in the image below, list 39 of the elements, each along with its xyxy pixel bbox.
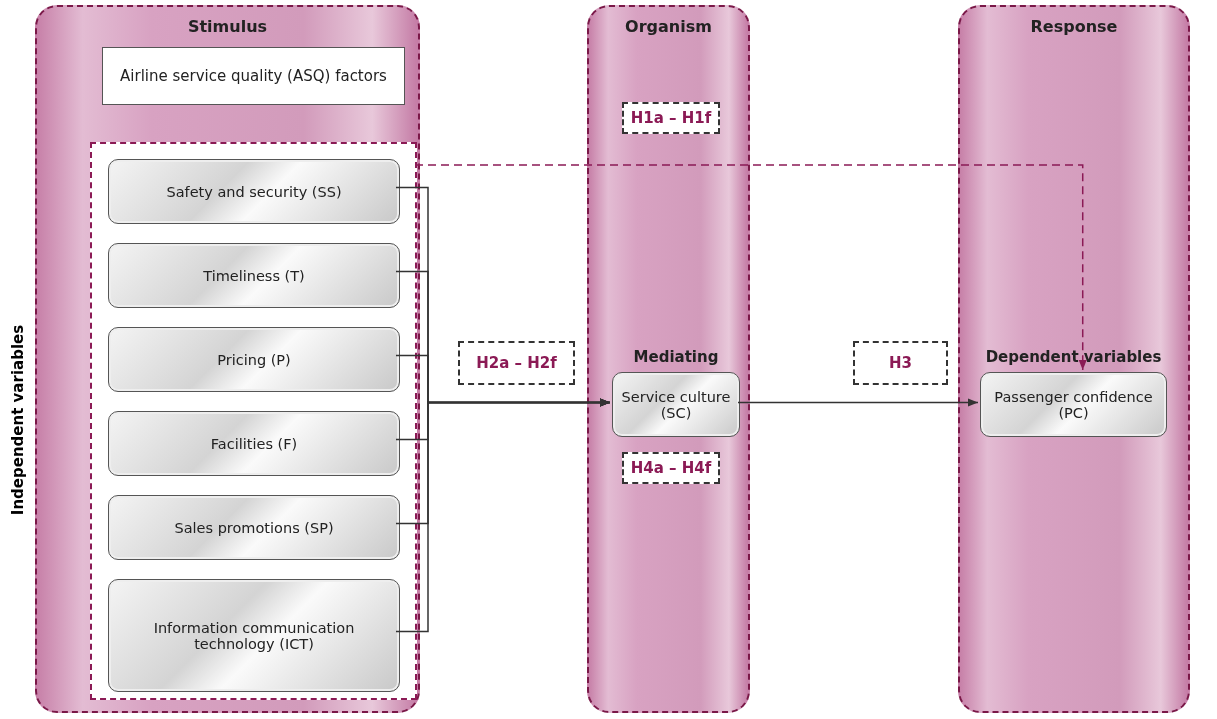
node-label: Facilities (F) bbox=[210, 435, 298, 452]
node-label: Pricing (P) bbox=[217, 351, 291, 368]
hypothesis-label: H3 bbox=[889, 354, 912, 372]
hypothesis-label: H2a – H2f bbox=[476, 354, 557, 372]
node-label: Airline service quality (ASQ) factors bbox=[120, 67, 387, 85]
hypothesis-label: H1a – H1f bbox=[630, 109, 712, 127]
node-label: Sales promotions (SP) bbox=[174, 519, 334, 536]
column-panel bbox=[35, 5, 420, 713]
variable-box bbox=[980, 372, 1167, 437]
variable-box bbox=[108, 495, 400, 560]
variable-box bbox=[108, 243, 400, 308]
group-box bbox=[90, 142, 417, 700]
variable-box bbox=[108, 579, 400, 692]
arrow bbox=[737, 398, 979, 407]
hypothesis-box bbox=[622, 102, 720, 134]
heading-box bbox=[102, 47, 405, 105]
hypothesis-box bbox=[853, 341, 948, 385]
node-label: Safety and security (SS) bbox=[166, 183, 342, 200]
column-heading: Response bbox=[1029, 17, 1119, 36]
arrow bbox=[395, 398, 611, 633]
variable-box bbox=[108, 159, 400, 224]
arrow bbox=[414, 164, 1087, 371]
node-label: Passenger confidence (PC) bbox=[993, 388, 1154, 421]
hypothesis-label: H4a – H4f bbox=[630, 459, 712, 477]
column-panel bbox=[958, 5, 1190, 713]
column-heading: Organism bbox=[624, 17, 713, 36]
node-label: Service culture (SC) bbox=[621, 388, 731, 421]
column-heading: Stimulus bbox=[186, 17, 269, 36]
section-label: Dependent variables bbox=[984, 348, 1163, 366]
node-label: Information communication technology (ICT) bbox=[152, 619, 356, 652]
column-panel bbox=[587, 5, 750, 713]
variable-box bbox=[108, 411, 400, 476]
node-label: Timeliness (T) bbox=[203, 267, 305, 284]
variable-box bbox=[612, 372, 740, 437]
section-label: Mediating bbox=[632, 348, 720, 366]
variable-box bbox=[108, 327, 400, 392]
axis-label: Independent variables bbox=[9, 324, 27, 516]
hypothesis-box bbox=[622, 452, 720, 484]
hypothesis-box bbox=[458, 341, 575, 385]
